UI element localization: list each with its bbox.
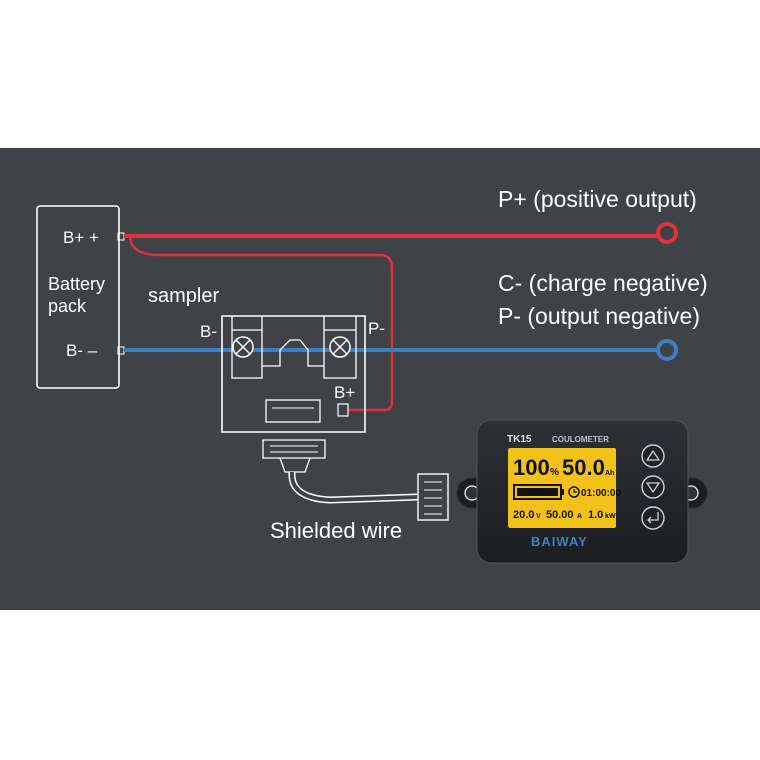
up-arrow-icon	[645, 449, 661, 461]
lcd-time: 01:00:00	[581, 488, 621, 499]
enter-arrow-icon	[647, 512, 659, 524]
battery-pack: B+ + Battery pack B- –	[36, 205, 125, 389]
lcd-screen: 100 % 50.0 Ah 01:00:00 20.0 V 50.00 A 1.…	[508, 448, 621, 528]
shielded-wire-label: Shielded wire	[270, 518, 402, 543]
coulometer: TK15 COULOMETER 100 % 50.0 Ah 01:00:00 2…	[456, 419, 708, 564]
meter-type: COULOMETER	[552, 435, 609, 444]
sampler-screw-left	[232, 336, 254, 358]
c-minus-label: C- (charge negative)	[498, 270, 708, 296]
lcd-percent-unit: %	[550, 467, 559, 478]
sampler-p-minus-label: P-	[368, 319, 385, 338]
meter-connector	[417, 473, 449, 521]
positive-wire	[124, 222, 678, 412]
brand-logo: BAIWAY	[531, 534, 588, 549]
battery-pos-label: B+ +	[63, 228, 99, 247]
enter-button[interactable]	[641, 506, 665, 530]
sampler-b-plus-terminal	[337, 403, 349, 417]
sampler: sampler B- P- B+	[148, 285, 385, 473]
lcd-current: 50.00	[546, 509, 574, 521]
sampler-plug	[262, 439, 326, 459]
sampler-body	[221, 315, 366, 433]
shielded-wire: Shielded wire	[270, 471, 449, 543]
p-minus-label: P- (output negative)	[498, 303, 700, 329]
clock-icon	[568, 486, 580, 498]
meter-model: TK15	[507, 434, 532, 445]
sampler-connector	[265, 399, 321, 423]
p-plus-terminal	[656, 222, 678, 244]
up-button[interactable]	[641, 444, 665, 468]
lcd-voltage-unit: V	[536, 513, 541, 520]
sampler-label: sampler	[148, 285, 219, 307]
lcd-capacity: 50.0	[562, 455, 605, 480]
battery-label-line2: pack	[48, 296, 87, 316]
lcd-power-unit: kW	[605, 513, 616, 520]
lcd-voltage: 20.0	[513, 509, 534, 521]
battery-bar-icon	[513, 484, 564, 500]
battery-pack-outline	[36, 205, 120, 389]
lcd-percent: 100	[513, 455, 550, 480]
negative-wire	[124, 339, 678, 361]
p-minus-terminal	[656, 339, 678, 361]
battery-neg-label: B- –	[66, 341, 98, 360]
lcd-capacity-unit: Ah	[605, 470, 614, 477]
sampler-b-plus-label: B+	[334, 383, 355, 402]
lcd-current-unit: A	[577, 513, 582, 520]
down-button[interactable]	[641, 475, 665, 499]
p-plus-label: P+ (positive output)	[498, 186, 697, 212]
sampler-screw-right	[329, 336, 351, 358]
down-arrow-icon	[645, 482, 661, 494]
lcd-power: 1.0	[588, 509, 603, 521]
sampler-b-minus-label: B-	[200, 322, 217, 341]
battery-label-line1: Battery	[48, 274, 105, 294]
